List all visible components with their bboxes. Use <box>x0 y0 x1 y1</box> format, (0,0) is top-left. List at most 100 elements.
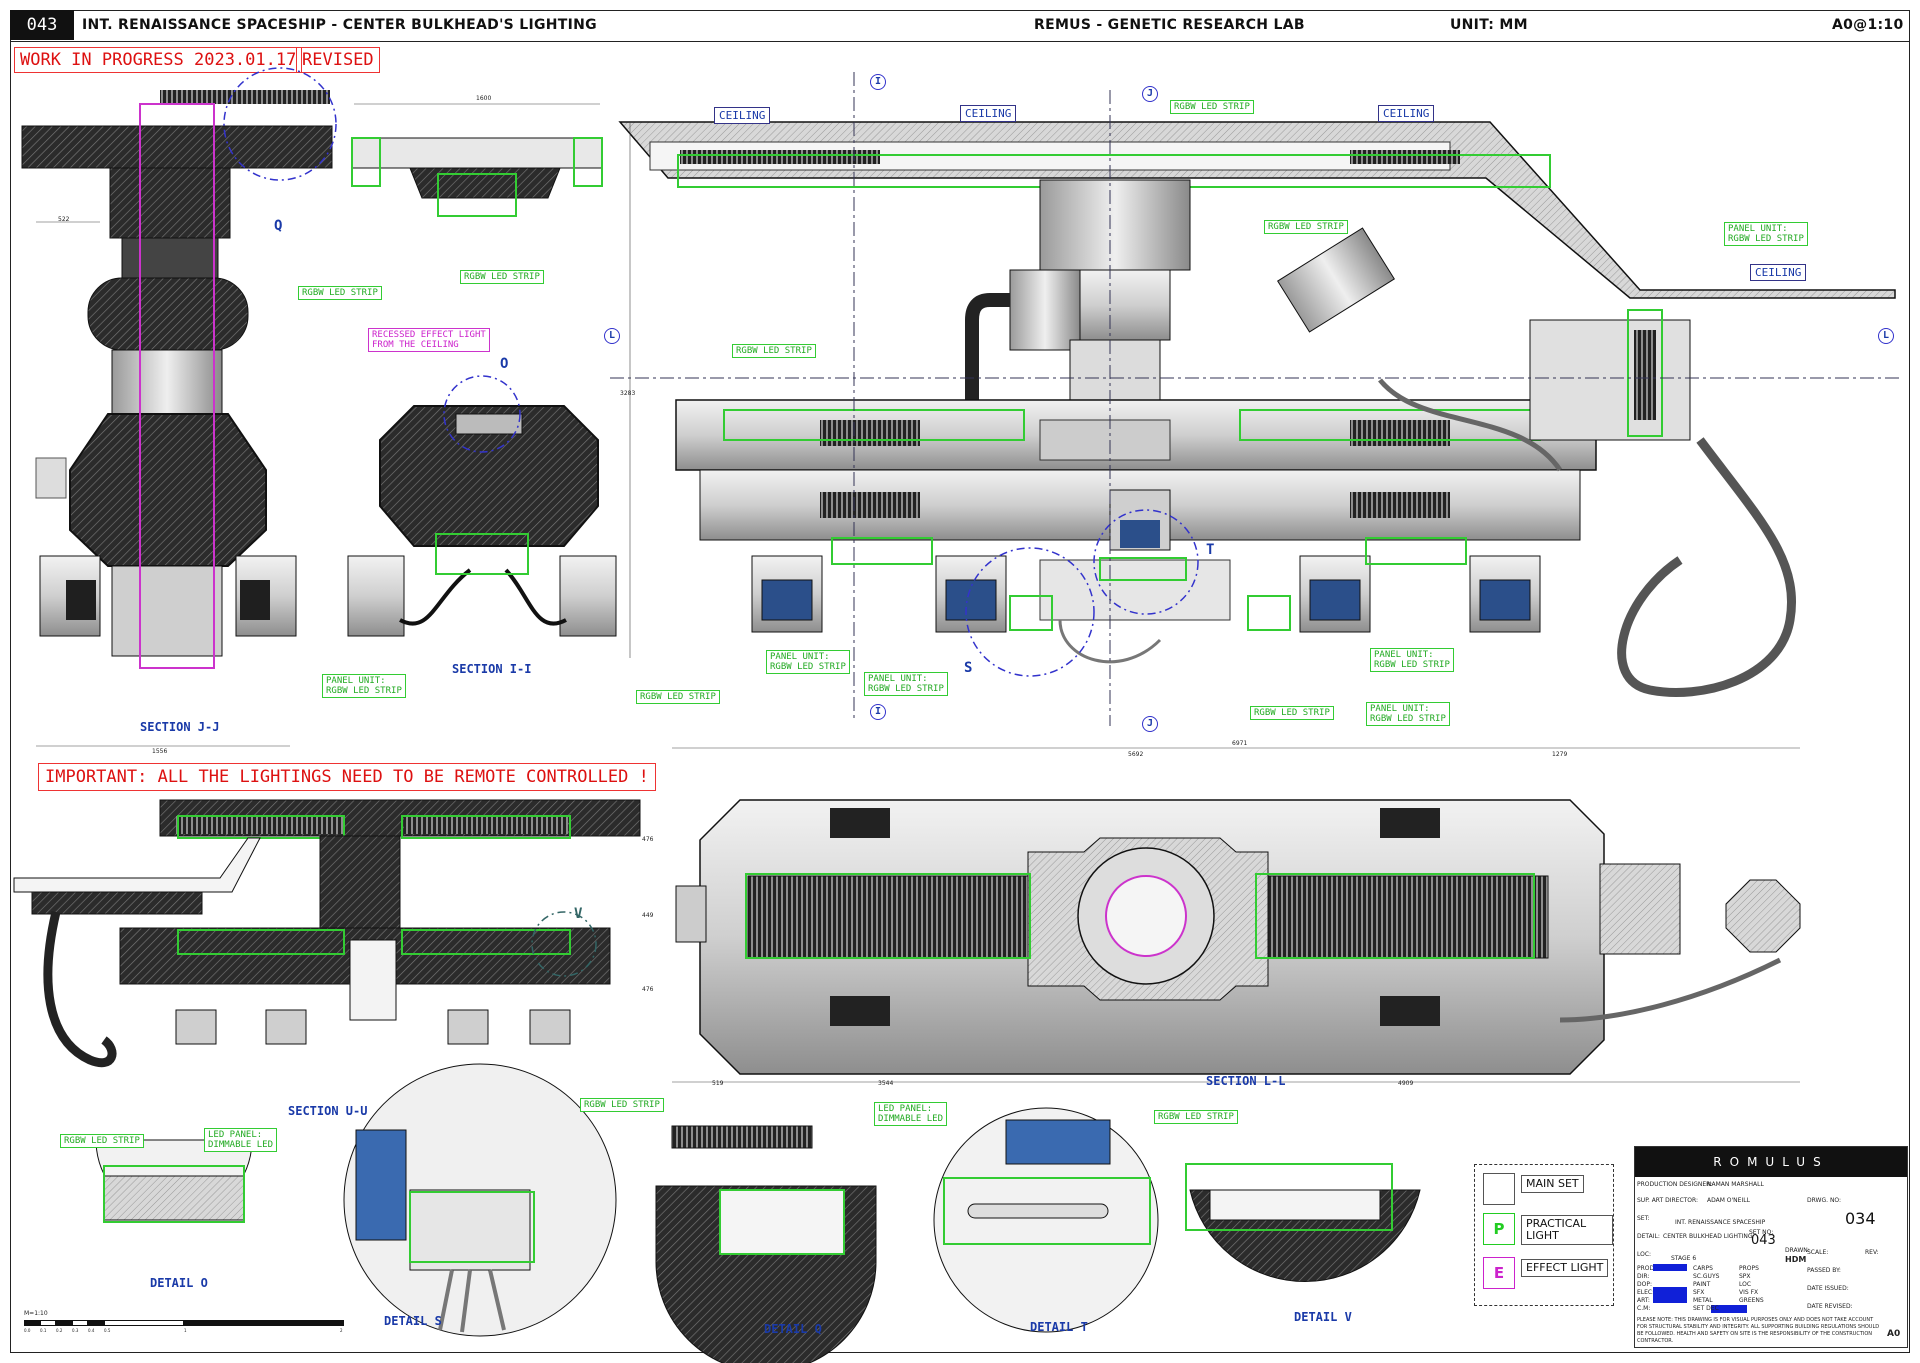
important-note: IMPORTANT: ALL THE LIGHTINGS NEED TO BE … <box>38 763 656 791</box>
section-i-i-drawing <box>347 375 617 637</box>
tb-field-label: DATE ISSUED: <box>1807 1285 1849 1292</box>
section-marker-j: J <box>1142 86 1158 102</box>
title-block: ROMULUS PRODUCTION DESIGNER: NAMAN MARSH… <box>1634 1146 1908 1348</box>
rgbw-strip-label: RGBW LED STRIP <box>1264 220 1348 234</box>
dimension-text: 449 <box>642 912 654 919</box>
tb-field-label: PRODUCTION DESIGNER: <box>1637 1181 1713 1188</box>
dimension-text: 3544 <box>878 1080 894 1087</box>
scale-tick: 0.3 <box>72 1328 79 1333</box>
detail-t-drawing <box>933 1107 1159 1333</box>
lighting-legend: MAIN SET P PRACTICAL LIGHT E EFFECT LIGH… <box>1474 1164 1614 1306</box>
panel-unit-label: PANEL UNIT: RGBW LED STRIP <box>1370 648 1454 672</box>
studio-name: ROMULUS <box>1635 1147 1907 1177</box>
legend-label: MAIN SET <box>1521 1175 1584 1193</box>
tb-field-value: CENTER BULKHEAD LIGHTING <box>1663 1233 1753 1240</box>
main-elevation-drawing <box>610 72 1900 726</box>
dimension-text: 3283 <box>620 390 636 397</box>
callout-o: O <box>500 356 509 372</box>
tb-dept: PROPS <box>1739 1265 1759 1272</box>
section-title-uu: SECTION U-U <box>288 1104 368 1118</box>
tb-field-label: SET NO: <box>1749 1229 1774 1236</box>
tb-disclaimer: PLEASE NOTE: THIS DRAWING IS FOR VISUAL … <box>1637 1317 1880 1344</box>
dimension-text: 476 <box>642 836 654 843</box>
rgbw-strip-label: RGBW LED STRIP <box>460 270 544 284</box>
panel-unit-label: PANEL UNIT: RGBW LED STRIP <box>864 672 948 696</box>
callout-v: V <box>574 906 583 922</box>
dimension-text: 1279 <box>1552 751 1568 758</box>
panel-unit-label: PANEL UNIT: RGBW LED STRIP <box>766 650 850 674</box>
rgbw-strip-label: RGBW LED STRIP <box>1154 1110 1238 1124</box>
location-title: REMUS - GENETIC RESEARCH LAB <box>1034 17 1305 33</box>
section-marker-l: L <box>1878 328 1894 344</box>
tb-dept: PROD: <box>1637 1265 1657 1272</box>
legend-label: EFFECT LIGHT <box>1521 1259 1609 1277</box>
section-title-ii: SECTION I-I <box>452 662 532 676</box>
section-u-u-drawing <box>13 799 641 1067</box>
rgbw-strip-label: RGBW LED STRIP <box>580 1098 664 1112</box>
detail-title-v: DETAIL V <box>1294 1310 1352 1324</box>
drawing-frame <box>10 10 1910 1353</box>
detail-v-drawing <box>1185 1163 1421 1283</box>
ceiling-label-3: CEILING <box>1378 105 1435 122</box>
tb-field-label: SCALE: <box>1807 1249 1829 1256</box>
scale-tick: 0.1 <box>40 1328 47 1333</box>
scale-label: A0@1:10 <box>1832 17 1904 33</box>
scale-tick: 0.4 <box>88 1328 95 1333</box>
scale-tick: 0.0 <box>24 1328 31 1333</box>
dimension-text: 476 <box>642 986 654 993</box>
tb-field-label: SUP. ART DIRECTOR: <box>1637 1197 1699 1204</box>
led-panel-label: LED PANEL: DIMMABLE LED <box>204 1128 278 1152</box>
tb-dept: METAL <box>1693 1297 1713 1304</box>
callout-q: Q <box>274 218 283 234</box>
detail-title-o: DETAIL O <box>150 1276 208 1290</box>
tb-dept: PAINT <box>1693 1281 1711 1288</box>
dimension-text: 519 <box>712 1080 724 1087</box>
set-number: 043 <box>1751 1233 1776 1248</box>
callout-t: T <box>1206 542 1215 558</box>
tb-dept: ELEC: <box>1637 1289 1655 1296</box>
unit-label: UNIT: MM <box>1450 17 1528 33</box>
approval-mark <box>1653 1287 1687 1303</box>
panel-unit-label: PANEL UNIT: RGBW LED STRIP <box>1366 702 1450 726</box>
rgbw-strip-label: RGBW LED STRIP <box>636 690 720 704</box>
dimension-text: 522 <box>58 216 70 223</box>
tb-field-label: DRAWN: <box>1785 1247 1810 1254</box>
section-marker-i: I <box>870 74 886 90</box>
scale-tick: 0.5 <box>104 1328 111 1333</box>
title-strip: 043 INT. RENAISSANCE SPACESHIP - CENTER … <box>10 10 1910 42</box>
section-marker-l: L <box>604 328 620 344</box>
section-j-j-drawing <box>21 67 337 747</box>
approval-mark <box>1711 1305 1747 1313</box>
tb-dept: VIS FX <box>1739 1289 1759 1296</box>
sheet-number: 043 <box>10 10 74 40</box>
section-marker-j: J <box>1142 716 1158 732</box>
recessed-effect-label: RECESSED EFFECT LIGHT FROM THE CEILING <box>368 328 490 352</box>
legend-effect: E EFFECT LIGHT <box>1483 1257 1613 1291</box>
tb-dept: C.M: <box>1637 1305 1651 1312</box>
tb-field-label: PASSED BY: <box>1807 1267 1841 1274</box>
tb-field-value: STAGE 6 <box>1671 1255 1697 1262</box>
wip-stamp: WORK IN PROGRESS 2023.01.17 <box>14 47 303 73</box>
ceiling-section-drawing <box>351 103 603 217</box>
tb-field-label: SET: <box>1637 1215 1650 1222</box>
tb-dept: GREENS <box>1739 1297 1764 1304</box>
legend-main-set: MAIN SET <box>1483 1173 1613 1207</box>
tb-dept: DOP: <box>1637 1281 1652 1288</box>
tb-field-label: DRWG. NO: <box>1807 1197 1842 1204</box>
rgbw-strip-label: RGBW LED STRIP <box>1250 706 1334 720</box>
tb-field-label: LOC: <box>1637 1251 1652 1258</box>
dimension-text: 6971 <box>1232 740 1248 747</box>
tb-field-value: INT. RENAISSANCE SPACESHIP <box>1675 1219 1766 1226</box>
ceiling-label-2: CEILING <box>960 105 1017 122</box>
scale-bar-label: M=1:10 <box>24 1310 48 1317</box>
panel-unit-label: PANEL UNIT: RGBW LED STRIP <box>1724 222 1808 246</box>
tb-dept: SC.GUYS <box>1693 1273 1720 1280</box>
legend-practical: P PRACTICAL LIGHT <box>1483 1213 1613 1247</box>
legend-label: PRACTICAL LIGHT <box>1521 1215 1613 1245</box>
drawing-number: 034 <box>1845 1209 1876 1228</box>
effect-swatch: E <box>1483 1257 1515 1289</box>
sheet-size: A0 <box>1887 1329 1901 1339</box>
tb-dept: SFX <box>1693 1289 1705 1296</box>
ceiling-label-4: CEILING <box>1750 264 1807 281</box>
section-title-ll: SECTION L-L <box>1206 1074 1286 1088</box>
